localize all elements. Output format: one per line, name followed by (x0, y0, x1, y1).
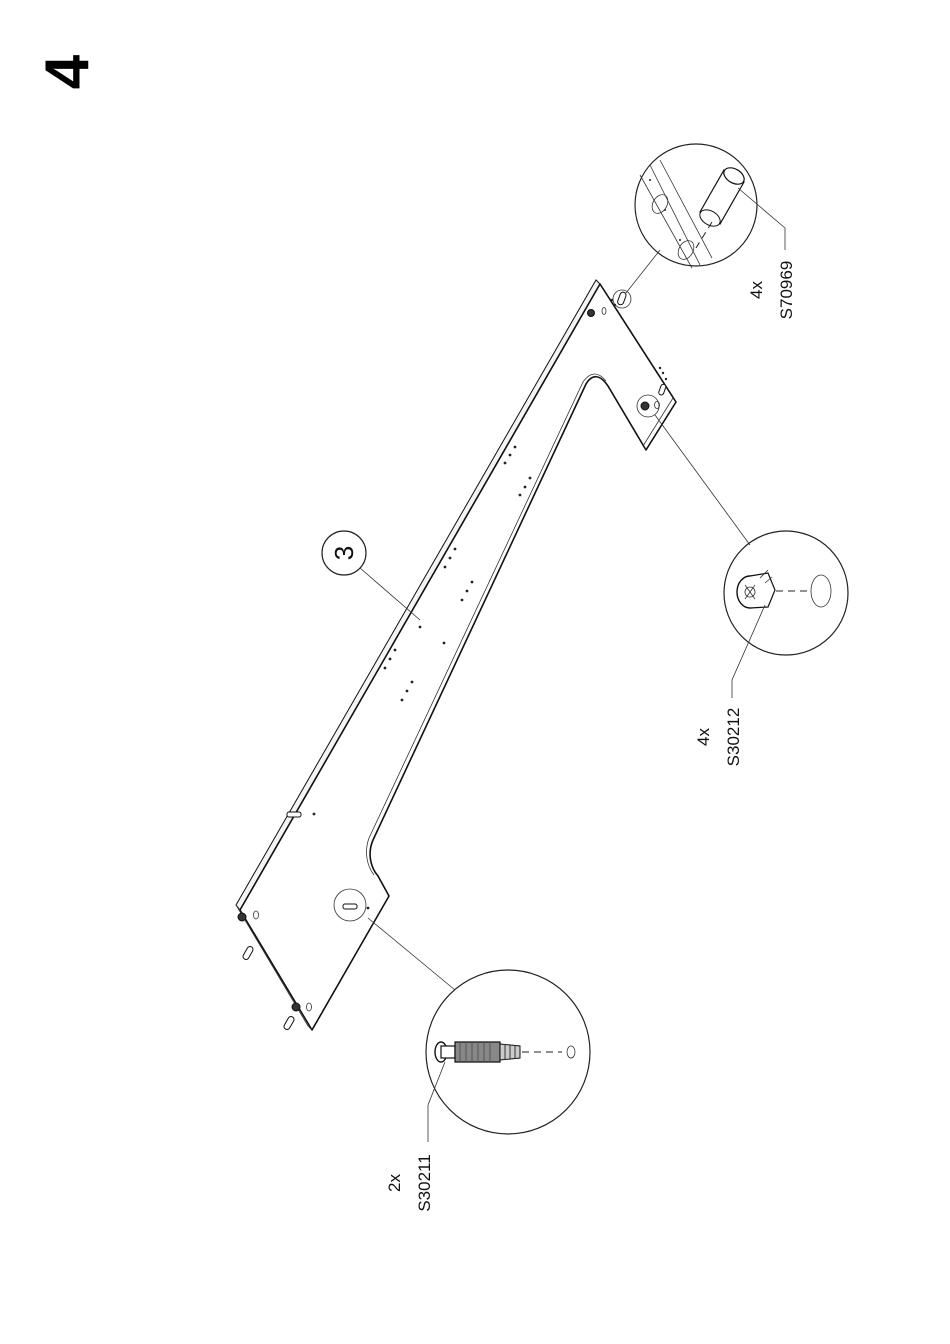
detail-cam-leader (655, 415, 750, 545)
detail-cam-bolt: 2x S30211 (368, 918, 590, 1212)
callout-dowel-code: S70969 (777, 261, 796, 320)
callout-bolt-qty: 2x (385, 1174, 404, 1192)
detail-dowel: 4x S70969 (626, 144, 796, 319)
panel-3: 3 (236, 280, 676, 1031)
detail-dowel-leader (626, 250, 660, 293)
cam-bolt-icon (435, 1042, 520, 1062)
callout-dowel-qty: 4x (747, 281, 766, 299)
dowel-icon (697, 164, 747, 229)
part-label-leader (360, 568, 420, 620)
detail-cam-lock: 4x S30212 (655, 415, 848, 766)
callout-bolt-code: S30211 (415, 1154, 434, 1211)
part-label: 3 (329, 546, 359, 560)
panel-outline (240, 284, 676, 1030)
cam-lock-icon (737, 570, 775, 608)
step-number: 4 (33, 54, 102, 89)
detail-bolt-leader (368, 918, 455, 990)
callout-cam-qty: 4x (694, 728, 713, 746)
callout-cam-code: S30212 (724, 708, 743, 767)
